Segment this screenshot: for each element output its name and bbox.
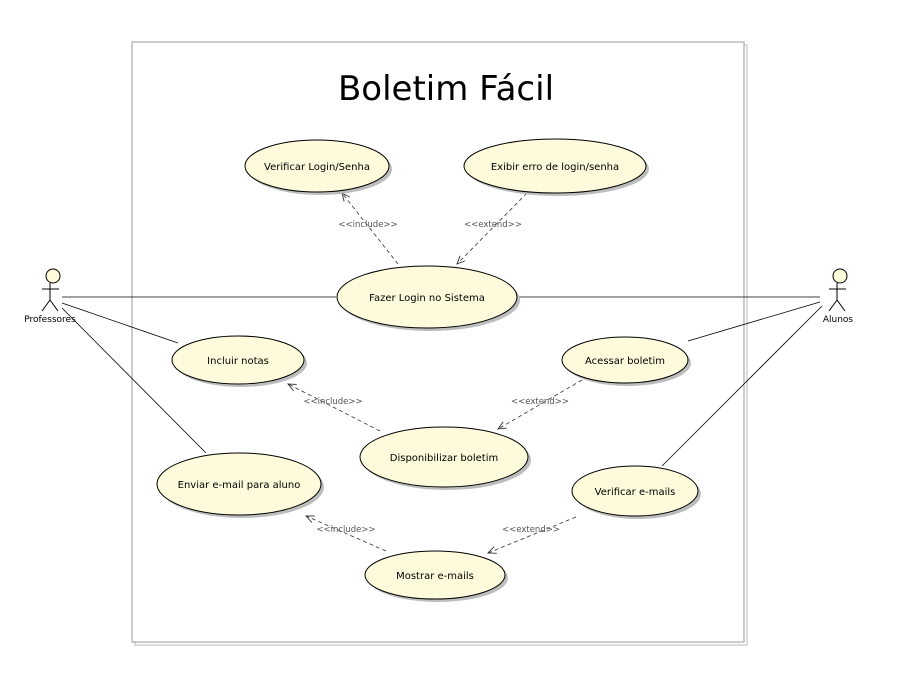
assoc-alunos-emails xyxy=(661,305,823,467)
use-case-disponibilizar-boletim-label: Disponibilizar boletim xyxy=(390,453,498,464)
actor-alunos[interactable]: Alunos xyxy=(823,268,854,325)
use-case-fazer-login-label: Fazer Login no Sistema xyxy=(369,293,485,304)
use-case-disponibilizar-boletim[interactable]: Disponibilizar boletim xyxy=(359,426,531,490)
dep-disponibilizar-notas xyxy=(288,384,381,432)
use-case-acessar-boletim-label: Acessar boletim xyxy=(585,356,665,367)
use-case-incluir-notas-label: Incluir notas xyxy=(207,356,269,367)
use-case-verificar-login[interactable]: Verificar Login/Senha xyxy=(244,139,392,195)
use-case-mostrar-emails[interactable]: Mostrar e-mails xyxy=(364,550,508,602)
use-case-incluir-notas[interactable]: Incluir notas xyxy=(171,335,307,387)
dep-erro-login xyxy=(457,192,528,264)
dep-mostrar-enviar xyxy=(306,516,387,552)
actor-professores-label: Professores xyxy=(24,315,76,325)
use-case-verificar-login-label: Verificar Login/Senha xyxy=(264,162,370,173)
label-extend-boletim: <<extend>> xyxy=(511,397,569,407)
label-include-email: <<include>> xyxy=(316,525,375,535)
stick-figure-icon xyxy=(828,268,848,312)
use-case-verificar-emails-label: Verificar e-mails xyxy=(595,487,676,498)
diagram-title: Boletim Fácil xyxy=(338,69,554,109)
actor-alunos-label: Alunos xyxy=(823,315,854,325)
use-case-exibir-erro-label: Exibir erro de login/senha xyxy=(491,162,619,173)
use-case-verificar-emails[interactable]: Verificar e-mails xyxy=(571,465,701,519)
use-case-enviar-email[interactable]: Enviar e-mail para aluno xyxy=(156,452,324,518)
use-case-exibir-erro[interactable]: Exibir erro de login/senha xyxy=(463,138,649,196)
label-include-notas: <<include>> xyxy=(303,397,362,407)
use-case-acessar-boletim[interactable]: Acessar boletim xyxy=(561,336,691,386)
dep-acessar-disponibilizar xyxy=(498,379,583,429)
assoc-professores-email xyxy=(61,307,207,454)
stereotype-labels: <<include>> <<extend>> <<include>> <<ext… xyxy=(303,220,569,535)
use-case-enviar-email-label: Enviar e-mail para aluno xyxy=(178,480,301,491)
actor-professores[interactable]: Professores xyxy=(24,268,76,325)
stick-figure-icon xyxy=(41,268,61,312)
label-include-login: <<include>> xyxy=(338,220,397,230)
use-case-fazer-login[interactable]: Fazer Login no Sistema xyxy=(336,265,520,331)
associations xyxy=(61,296,823,467)
label-extend-emails: <<extend>> xyxy=(502,525,560,535)
dependencies xyxy=(288,192,583,553)
assoc-professores-notas xyxy=(61,302,179,344)
assoc-alunos-acessar xyxy=(687,301,821,342)
label-extend-erro: <<extend>> xyxy=(464,220,522,230)
dep-verificar-mostrar xyxy=(488,516,577,553)
use-case-mostrar-emails-label: Mostrar e-mails xyxy=(396,571,474,582)
dep-login-verificar xyxy=(342,193,399,265)
